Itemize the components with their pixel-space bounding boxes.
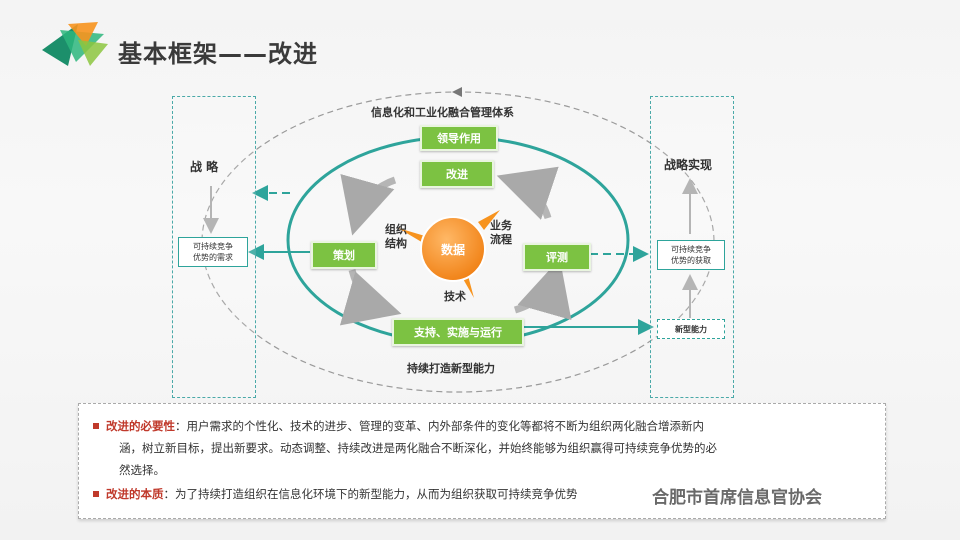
logo-icon bbox=[42, 22, 108, 66]
competitive-gain-box: 可持续竞争 优势的获取 bbox=[657, 240, 725, 270]
note-2-line-1: 改进的本质：为了持续打造组织在信息化环境下的新型能力，从而为组织获取可持续竞争优… bbox=[93, 486, 578, 502]
watermark-text: 合肥市首席信息官协会 bbox=[652, 488, 822, 508]
bullet-icon bbox=[93, 422, 99, 429]
curved-arrow-bottom-left bbox=[339, 269, 402, 326]
page-title: 基本框架——改进 bbox=[118, 40, 318, 68]
evaluate-box: 评测 bbox=[523, 243, 591, 271]
competitive-need-box: 可持续竞争 优势的需求 bbox=[178, 237, 248, 267]
bullet-icon bbox=[93, 490, 99, 497]
notes-panel: 改进的必要性：用户需求的个性化、技术的进步、管理的变革、内外部条件的变化等都将不… bbox=[78, 403, 886, 519]
improve-box: 改进 bbox=[420, 160, 494, 188]
note-1-text-2: 涵，树立新目标，提出新要求。动态调整、持续改进是两化融合不断深化，并始终能够为组… bbox=[119, 441, 717, 455]
data-core-circle bbox=[420, 216, 486, 282]
curved-arrow-bottom-right bbox=[513, 258, 572, 321]
sustain-label: 持续打造新型能力 bbox=[407, 362, 495, 375]
core-label: 数据 bbox=[440, 243, 465, 257]
strategy-label: 战 略 bbox=[190, 160, 219, 174]
note-1-text-3: 然选择。 bbox=[119, 463, 165, 477]
leadership-box: 领导作用 bbox=[420, 125, 498, 151]
curved-arrow-top-left bbox=[340, 173, 397, 236]
note-1-line-1: 改进的必要性：用户需求的个性化、技术的进步、管理的变革、内外部条件的变化等都将不… bbox=[93, 418, 704, 434]
strategy-realization-label: 战略实现 bbox=[664, 158, 713, 172]
note-1-heading: 改进的必要性 bbox=[106, 419, 175, 433]
technology-label: 技术 bbox=[444, 290, 466, 303]
system-name-label: 信息化和工业化融合管理体系 bbox=[371, 106, 514, 119]
spark-top-right bbox=[478, 210, 500, 230]
note-2-text-1: ：为了持续打造组织在信息化环境下的新型能力，从而为组织获取可持续竞争优势 bbox=[163, 487, 578, 501]
curved-arrow-top-right bbox=[496, 166, 559, 220]
note-2-heading: 改进的本质 bbox=[106, 487, 164, 501]
business-process-label: 业务 流程 bbox=[490, 219, 512, 246]
org-structure-label: 组织 结构 bbox=[385, 223, 407, 250]
note-1-text-1: ：用户需求的个性化、技术的进步、管理的变革、内外部条件的变化等都将不断为组织两化… bbox=[175, 419, 704, 433]
new-capability-box: 新型能力 bbox=[657, 319, 725, 339]
note-1-line-3: 然选择。 bbox=[119, 462, 165, 478]
outer-cycle-arrowhead bbox=[452, 87, 462, 97]
support-box: 支持、实施与运行 bbox=[392, 318, 524, 346]
note-1-line-2: 涵，树立新目标，提出新要求。动态调整、持续改进是两化融合不断深化，并始终能够为组… bbox=[119, 440, 717, 456]
plan-box: 策划 bbox=[311, 241, 377, 269]
spark-left bbox=[398, 228, 425, 244]
